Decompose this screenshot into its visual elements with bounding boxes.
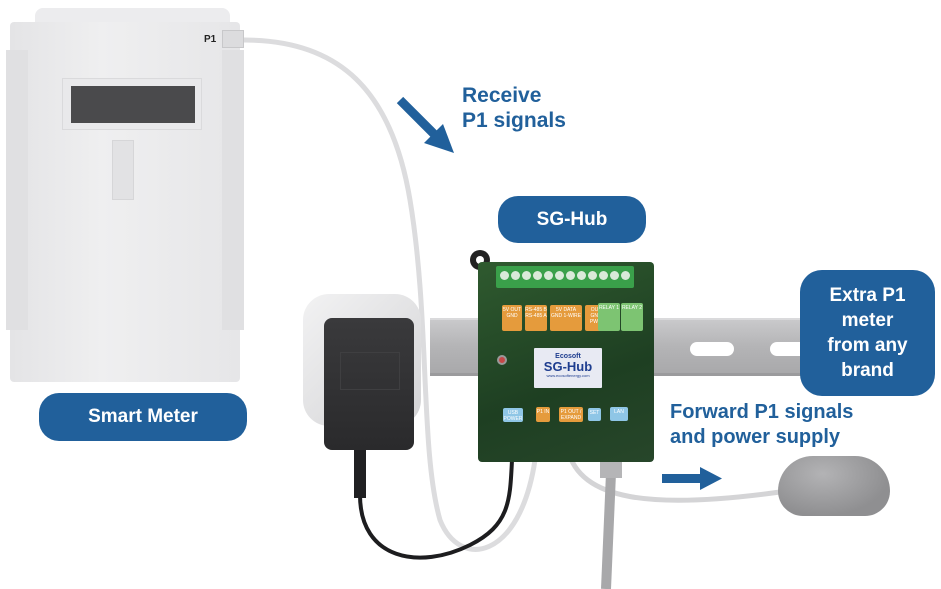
extra-meter-line: from any <box>827 335 908 356</box>
usb-plug <box>354 448 366 498</box>
forward-arrow-icon <box>662 467 722 490</box>
terminal-screw <box>566 271 575 280</box>
terminal-screw <box>511 271 520 280</box>
sg-hub-label: Ecosoft SG-Hub www.ecosoftenergy.com <box>534 348 602 388</box>
tab-set: SET <box>588 408 601 421</box>
tab-p1-in: P1 IN <box>536 407 550 422</box>
extra-meter-callout: Extra P1 meter from any brand <box>800 270 935 396</box>
sg-hub-callout: SG-Hub <box>498 196 646 243</box>
tab-relay-2: RELAY 2 <box>621 303 643 331</box>
mount-hole <box>476 256 484 264</box>
terminal-screw <box>599 271 608 280</box>
tab-1-wire: 5V DATA GND 1-WIRE <box>550 305 582 331</box>
hub-name: SG-Hub <box>543 359 593 374</box>
terminal-screw <box>544 271 553 280</box>
smart-meter-slot <box>112 140 134 200</box>
p1-port-label: P1 <box>204 34 217 45</box>
p1-input-cable <box>243 37 538 552</box>
smart-meter-side-left <box>6 50 28 330</box>
tab-rs485: RS-485 B RS-485 A <box>525 305 547 331</box>
terminal-screw <box>610 271 619 280</box>
smart-meter-label: Smart Meter <box>39 393 247 441</box>
tab-usb-power: USB POWER <box>503 408 523 422</box>
tab-relay-1: RELAY 1 <box>598 303 620 331</box>
receive-caption: Receive P1 signals <box>462 83 566 133</box>
extra-meter-line: Extra P1 <box>829 285 906 306</box>
extra-meter-line: meter <box>841 310 894 331</box>
receive-caption-line: Receive <box>462 84 542 107</box>
terminal-screw <box>522 271 531 280</box>
usb-power-cable <box>358 450 514 560</box>
terminal-screw <box>555 271 564 280</box>
hub-url: www.ecosoftenergy.com <box>546 373 590 378</box>
hub-brand: Ecosoft <box>555 353 581 360</box>
smart-meter-display <box>71 86 195 123</box>
tab-p1-out: P1 OUT / EXPAND <box>559 407 583 422</box>
terminal-screw <box>500 271 509 280</box>
forward-caption-line: and power supply <box>670 426 841 448</box>
tab-5v-out: 5V OUT GND <box>502 305 522 331</box>
rail-hole <box>690 342 734 356</box>
p1-output-cable <box>565 449 781 503</box>
forward-caption-line: Forward P1 signals <box>670 401 854 423</box>
terminal-block <box>496 266 634 288</box>
terminal-screw <box>588 271 597 280</box>
receive-caption-line: P1 signals <box>462 109 566 132</box>
smart-meter-side-right <box>222 50 244 330</box>
terminal-screw <box>577 271 586 280</box>
tab-lan: LAN <box>610 407 628 421</box>
p1-port <box>222 30 244 48</box>
extra-p1-meter <box>778 456 890 516</box>
power-adapter-panel <box>340 352 400 390</box>
terminal-screw <box>621 271 630 280</box>
forward-caption: Forward P1 signals and power supply <box>670 400 853 450</box>
reset-button <box>497 355 507 365</box>
receive-arrow-icon <box>396 96 454 153</box>
terminal-screw <box>533 271 542 280</box>
extra-meter-line: brand <box>841 360 894 381</box>
